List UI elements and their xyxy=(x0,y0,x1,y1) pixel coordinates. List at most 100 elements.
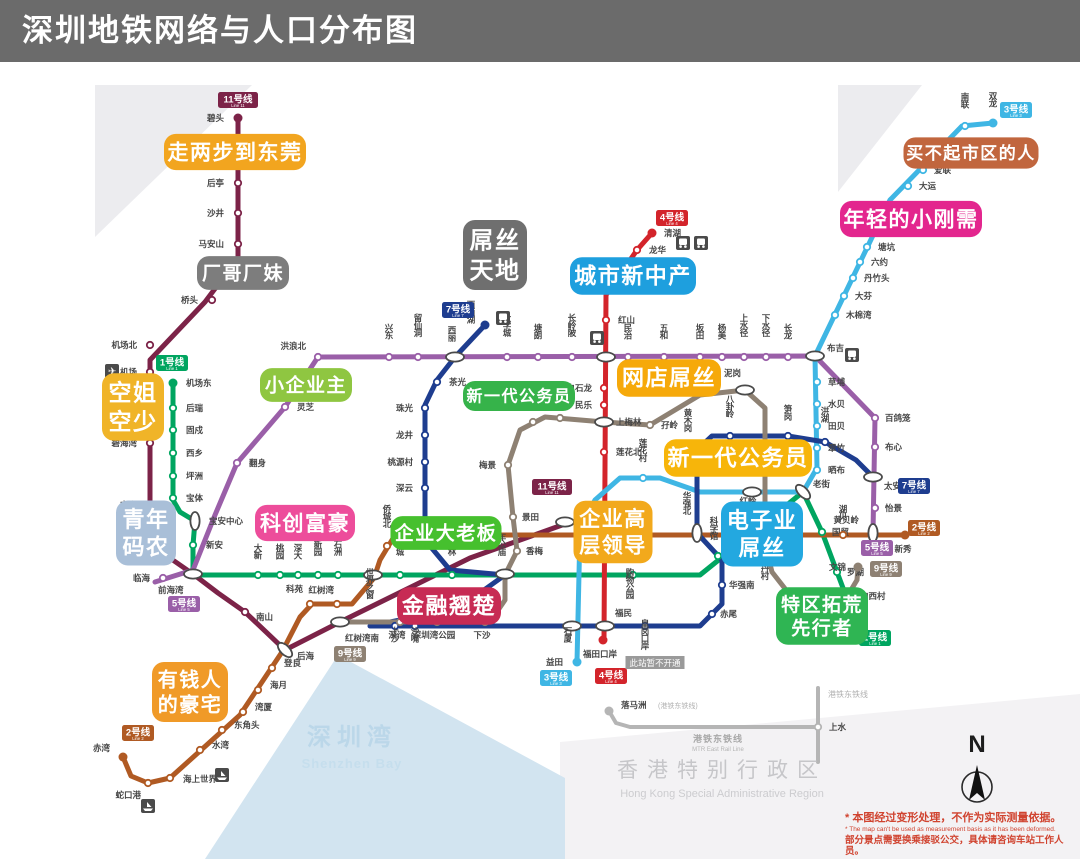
interchange-station xyxy=(562,620,582,632)
station-label: 六约 xyxy=(871,257,889,267)
line-badge-label: 11号线 xyxy=(223,94,253,106)
station-dot xyxy=(695,352,705,362)
station-label: 科苑 xyxy=(286,584,304,594)
station-label: 老街 xyxy=(812,479,831,489)
station-label: 科学馆 xyxy=(709,516,719,541)
line-badge-sublabel: Line 5 xyxy=(178,607,190,612)
station-label: 下水径 xyxy=(761,314,771,338)
hongkong-area xyxy=(560,694,1080,859)
station-label: 向西村 xyxy=(860,591,886,601)
interchange-station xyxy=(594,416,614,428)
station-dot xyxy=(761,352,771,362)
station-label: 固戍 xyxy=(186,425,204,435)
station-dot xyxy=(217,725,227,735)
station-label: 上梅林 xyxy=(616,417,642,427)
line-badge-sublabel: Line 3 xyxy=(550,681,562,686)
station-dot xyxy=(447,570,457,580)
station-label: 落马洲 xyxy=(621,700,647,710)
station-label: 碧头 xyxy=(206,113,225,123)
line-badge-label: 9号线 xyxy=(874,563,899,575)
station-dot xyxy=(623,352,633,362)
station-label: 福田口岸 xyxy=(582,649,618,659)
station-label: 塘朗 xyxy=(533,323,543,341)
svg-text:空姐: 空姐 xyxy=(109,380,158,406)
area-text: 香港特别行政区 xyxy=(617,759,827,782)
corner-top-right xyxy=(838,85,922,192)
station-label: 民乐 xyxy=(575,400,593,410)
boat-icon xyxy=(215,768,229,782)
svg-text:新一代公务员: 新一代公务员 xyxy=(466,387,571,406)
station-dot xyxy=(382,541,392,551)
svg-text:屌丝: 屌丝 xyxy=(470,226,521,254)
station-label: 东角头 xyxy=(234,720,260,730)
station-label: 高新园 xyxy=(313,532,323,557)
svg-text:小企业主: 小企业主 xyxy=(265,374,347,397)
line-badge-label: 1号线 xyxy=(863,632,888,644)
station-label: 桃园 xyxy=(275,543,285,561)
station-dot xyxy=(145,438,155,448)
line-badge xyxy=(861,540,893,556)
station-label: 水湾 xyxy=(211,740,230,750)
line-badge xyxy=(532,479,572,495)
title-bar: 深圳地铁网络与人口分布图 xyxy=(0,0,1080,62)
callout-label: 科创富豪 xyxy=(255,504,355,542)
station-dot xyxy=(813,722,823,732)
area-text: 深圳湾 xyxy=(307,723,397,751)
station-label: 爱联 xyxy=(934,165,952,175)
disclaimer: * 本图经过变形处理，不作为实际测量依据。 * The map can't be… xyxy=(845,812,1077,859)
station-dot xyxy=(168,493,178,503)
station-label: 海月 xyxy=(270,680,287,690)
svg-text:科创富豪: 科创富豪 xyxy=(260,511,350,535)
terminus-station xyxy=(233,113,243,123)
line-badge xyxy=(870,561,902,577)
line-badge-label: 9号线 xyxy=(338,648,363,660)
station-dot xyxy=(253,570,263,580)
station-label: 香梅 xyxy=(525,546,544,556)
interchange-station xyxy=(596,351,616,363)
svg-text:先行者: 先行者 xyxy=(791,617,853,640)
station-dot xyxy=(333,570,343,580)
terminus-station xyxy=(168,378,178,388)
station-dot xyxy=(707,609,717,619)
station-label: 坂田 xyxy=(695,323,705,341)
svg-text:年轻的小刚需: 年轻的小刚需 xyxy=(844,207,979,231)
metro-line-mtr xyxy=(607,709,820,729)
station-label: 桥头 xyxy=(181,295,199,305)
line-badge xyxy=(122,725,154,741)
station-dot xyxy=(645,420,655,430)
svg-text:的豪宅: 的豪宅 xyxy=(158,693,223,717)
callout-label: 新一代公务员 xyxy=(463,381,575,411)
station-label: 茶光 xyxy=(448,377,467,387)
svg-text:企业大老板: 企业大老板 xyxy=(394,522,498,545)
svg-text:城市新中产: 城市新中产 xyxy=(574,264,692,289)
line-badge-label: 4号线 xyxy=(599,670,624,682)
interchange-station xyxy=(863,471,883,483)
station-label: 坪洲 xyxy=(186,471,203,481)
station-label: 晒布 xyxy=(828,465,846,475)
station-dot xyxy=(783,352,793,362)
station-label: 双龙 xyxy=(988,92,998,109)
station-dot xyxy=(599,400,609,410)
station-dot xyxy=(233,208,243,218)
station-dot xyxy=(820,437,830,447)
line-badge-label: 2号线 xyxy=(912,522,937,534)
station-label: 登良 xyxy=(283,658,302,668)
line-badge-label: 3号线 xyxy=(1004,104,1029,116)
station-dot xyxy=(717,580,727,590)
line-badge-sublabel: Line 2 xyxy=(918,531,930,536)
station-label: 侨城北 xyxy=(382,504,392,529)
station-label: 怡景 xyxy=(885,503,903,513)
terminus-station xyxy=(647,228,657,238)
callout-label: 网店屌丝 xyxy=(617,359,721,397)
terminus-station xyxy=(604,706,614,716)
station-dot xyxy=(280,402,290,412)
station-dot xyxy=(195,745,205,755)
station-dot xyxy=(832,567,842,577)
station-label: 西乡 xyxy=(186,448,203,458)
station-dot xyxy=(567,352,577,362)
line-badge-label: 5号线 xyxy=(865,542,890,554)
station-dot xyxy=(812,399,822,409)
boat-icon xyxy=(141,799,155,813)
